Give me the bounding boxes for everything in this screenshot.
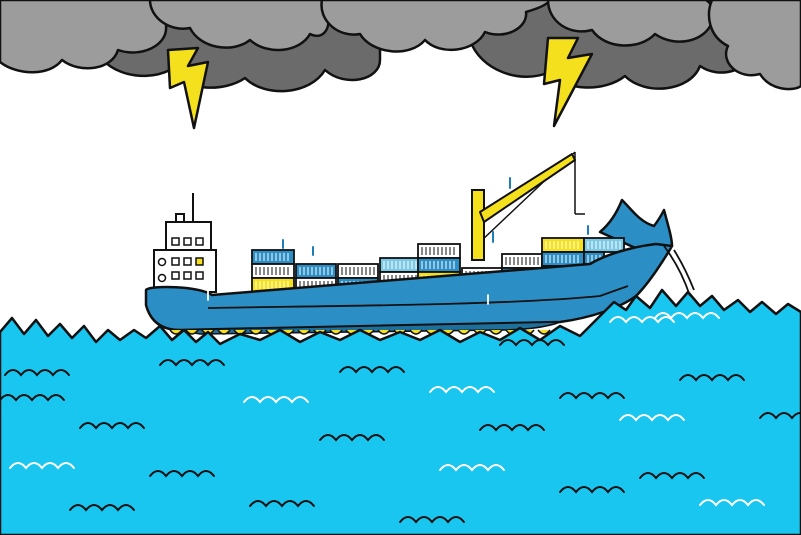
- ship-bridge: [153, 193, 217, 293]
- foam-bubble: [409, 329, 423, 335]
- foam-bubble: [217, 329, 231, 335]
- wave-stroke: [699, 499, 765, 507]
- wave-stroke: [319, 434, 385, 442]
- wave-stroke: [559, 486, 625, 494]
- foam-bubble: [297, 329, 311, 335]
- wave-stroke: [339, 366, 405, 374]
- wave-stroke: [243, 396, 309, 404]
- wave-stroke: [679, 374, 745, 382]
- wave-stroke: [479, 424, 545, 432]
- wave-stroke: [654, 312, 720, 320]
- wave-stroke: [429, 386, 495, 394]
- wave-stroke: [0, 394, 65, 402]
- wave-stroke: [249, 500, 315, 508]
- foam-bubble: [537, 329, 551, 335]
- wave-stroke: [149, 470, 215, 478]
- wave-stroke: [4, 369, 70, 377]
- wave-stroke: [439, 464, 505, 472]
- wave-stroke: [759, 412, 801, 420]
- lightning-bolt-icon: [166, 36, 594, 130]
- wave-stroke: [499, 339, 565, 347]
- ocean-wave-icon: [0, 312, 801, 524]
- foam-bubble: [457, 329, 471, 335]
- foam-bubble: [489, 329, 503, 335]
- foam-bubble: [329, 329, 343, 335]
- wave-stroke: [69, 504, 135, 512]
- wave-stroke: [559, 392, 625, 400]
- wave-stroke: [9, 462, 75, 470]
- wave-stroke: [159, 359, 225, 367]
- crane: [471, 151, 585, 261]
- wave-stroke: [619, 414, 685, 422]
- foam-bubble: [249, 329, 263, 335]
- storm-cloud-icon: [0, 0, 801, 91]
- wave-stroke: [639, 472, 705, 480]
- wave-stroke: [79, 422, 145, 430]
- wave-stroke: [399, 516, 465, 524]
- wave-stroke: [609, 316, 675, 324]
- foam-bubble: [377, 329, 391, 335]
- foam-bubble: [185, 329, 199, 335]
- bow-spray: [663, 245, 695, 297]
